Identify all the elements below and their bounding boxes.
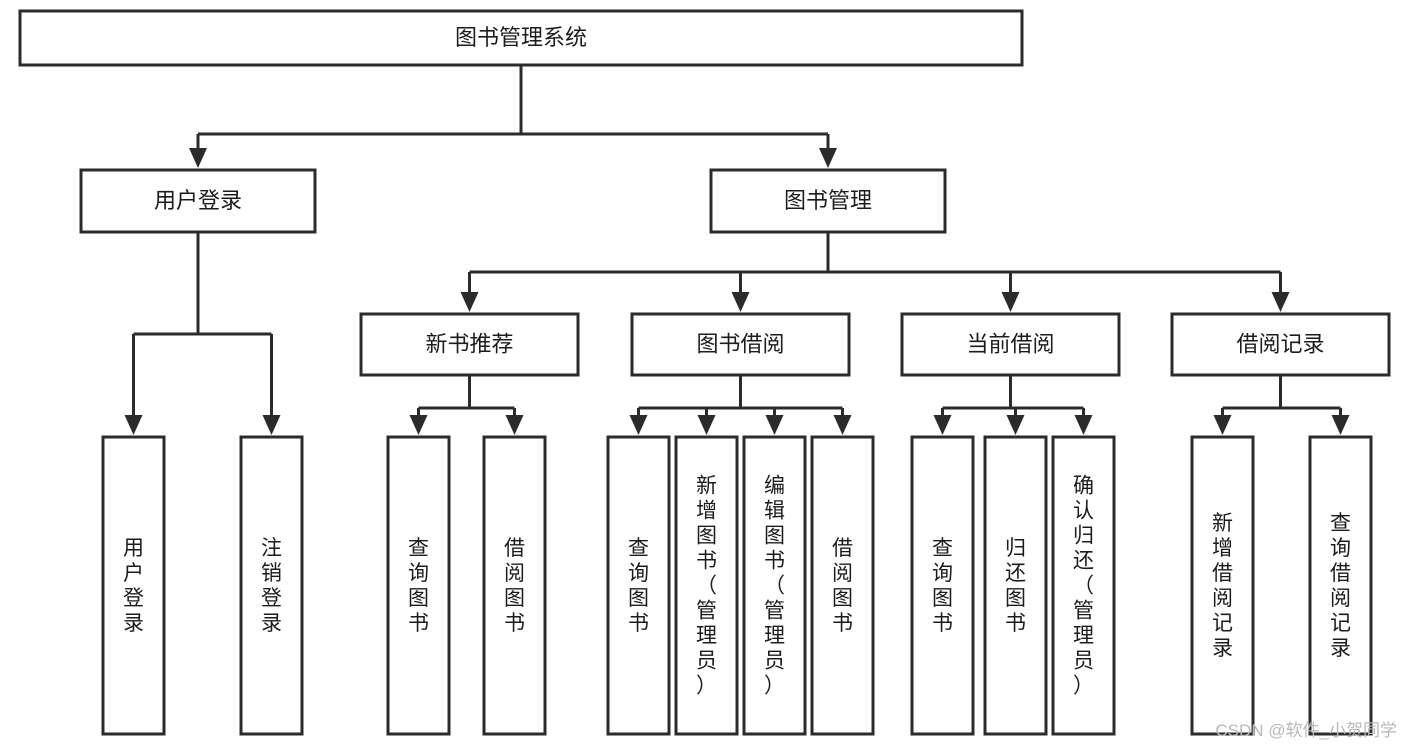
node-label-query-book-2: 查询图书 — [628, 537, 649, 635]
node-query-book-2[interactable]: 查询图书 — [606, 435, 671, 736]
node-label-query-borrow-record: 查询借阅记录 — [1330, 512, 1351, 660]
borrow-record-to-leaves-arrow-0 — [1213, 415, 1232, 435]
node-label-user-login: 用户登录 — [154, 188, 242, 213]
node-box-confirm-return-admin — [1051, 435, 1116, 736]
node-label-book-management: 图书管理 — [784, 188, 872, 213]
node-box-add-book-admin — [674, 435, 739, 736]
node-box-borrow-book-2 — [810, 435, 875, 736]
book-borrow-to-leaves-arrow-1 — [697, 415, 716, 435]
node-edit-book-admin[interactable]: 编辑图书（管理员） — [742, 435, 807, 736]
node-box-new-book-recommend — [359, 312, 580, 377]
node-add-book-admin[interactable]: 新增图书（管理员） — [674, 435, 739, 736]
node-query-book-1[interactable]: 查询图书 — [386, 435, 451, 736]
node-box-query-book-2 — [606, 435, 671, 736]
node-label-new-book-recommend: 新书推荐 — [425, 331, 513, 356]
book-mgmt-to-groups-arrow-3 — [1271, 292, 1290, 312]
node-label-borrow-record: 借阅记录 — [1236, 331, 1324, 356]
node-label-current-borrow: 当前借阅 — [966, 331, 1054, 356]
book-mgmt-to-groups-arrow-0 — [460, 292, 479, 312]
node-book-management[interactable]: 图书管理 — [709, 168, 947, 234]
node-label-query-book-3: 查询图书 — [932, 537, 953, 635]
node-new-book-recommend[interactable]: 新书推荐 — [359, 312, 580, 377]
current-borrow-to-leaves-arrow-1 — [1006, 415, 1025, 435]
node-box-edit-book-admin — [742, 435, 807, 736]
node-box-user-login-leaf — [101, 435, 166, 736]
node-label-user-login-leaf: 用户登录 — [123, 537, 144, 635]
book-mgmt-to-groups-arrow-1 — [731, 292, 750, 312]
node-borrow-book-1[interactable]: 借阅图书 — [482, 435, 547, 736]
node-borrow-book-2[interactable]: 借阅图书 — [810, 435, 875, 736]
node-box-query-book-1 — [386, 435, 451, 736]
node-label-query-book-1: 查询图书 — [408, 537, 429, 635]
node-label-borrow-book-2: 借阅图书 — [832, 537, 853, 635]
user-login-to-leaves-arrow-0 — [124, 415, 143, 435]
book-borrow-to-leaves-arrow-0 — [629, 415, 648, 435]
node-label-add-borrow-record: 新增借阅记录 — [1212, 512, 1233, 660]
root-to-level2-arrow-0 — [189, 148, 207, 168]
node-user-login-leaf[interactable]: 用户登录 — [101, 435, 166, 736]
node-add-borrow-record[interactable]: 新增借阅记录 — [1190, 435, 1255, 736]
node-query-book-3[interactable]: 查询图书 — [910, 435, 975, 736]
node-confirm-return-admin[interactable]: 确认归还（管理员） — [1051, 435, 1116, 736]
node-box-current-borrow — [900, 312, 1121, 377]
node-box-query-borrow-record — [1308, 435, 1373, 736]
node-box-borrow-record — [1170, 312, 1391, 377]
node-box-return-book — [983, 435, 1048, 736]
node-box-root — [18, 9, 1024, 67]
csdn-watermark: CSDN @软件_小贺同学 — [1215, 721, 1397, 740]
node-user-logout-leaf[interactable]: 注销登录 — [239, 435, 304, 736]
node-label-book-borrow: 图书借阅 — [696, 331, 784, 356]
node-box-add-borrow-record — [1190, 435, 1255, 736]
node-user-login[interactable]: 用户登录 — [79, 168, 317, 234]
node-box-borrow-book-1 — [482, 435, 547, 736]
borrow-record-to-leaves-arrow-1 — [1331, 415, 1350, 435]
node-box-book-borrow — [630, 312, 851, 377]
node-box-query-book-3 — [910, 435, 975, 736]
new-book-recommend-to-leaves-arrow-1 — [505, 415, 524, 435]
root-to-level2-arrow-1 — [819, 148, 837, 168]
node-label-edit-book-admin: 编辑图书（管理员） — [764, 475, 785, 698]
node-label-add-book-admin: 新增图书（管理员） — [696, 475, 717, 698]
user-login-to-leaves-arrow-1 — [262, 415, 281, 435]
current-borrow-to-leaves-arrow-2 — [1074, 415, 1093, 435]
node-book-borrow[interactable]: 图书借阅 — [630, 312, 851, 377]
book-mgmt-to-groups-arrow-2 — [1001, 292, 1020, 312]
current-borrow-to-leaves-arrow-0 — [933, 415, 952, 435]
node-root[interactable]: 图书管理系统 — [18, 9, 1024, 67]
book-borrow-to-leaves-arrow-3 — [833, 415, 852, 435]
node-borrow-record[interactable]: 借阅记录 — [1170, 312, 1391, 377]
node-label-return-book: 归还图书 — [1005, 537, 1026, 635]
node-current-borrow[interactable]: 当前借阅 — [900, 312, 1121, 377]
node-box-user-logout-leaf — [239, 435, 304, 736]
new-book-recommend-to-leaves-arrow-0 — [409, 415, 428, 435]
node-label-root: 图书管理系统 — [455, 25, 587, 50]
node-return-book[interactable]: 归还图书 — [983, 435, 1048, 736]
node-box-user-login — [79, 168, 317, 234]
book-borrow-to-leaves-arrow-2 — [765, 415, 784, 435]
node-label-user-logout-leaf: 注销登录 — [261, 537, 282, 635]
node-label-borrow-book-1: 借阅图书 — [504, 537, 525, 635]
node-query-borrow-record[interactable]: 查询借阅记录 — [1308, 435, 1373, 736]
node-label-confirm-return-admin: 确认归还（管理员） — [1073, 475, 1094, 698]
